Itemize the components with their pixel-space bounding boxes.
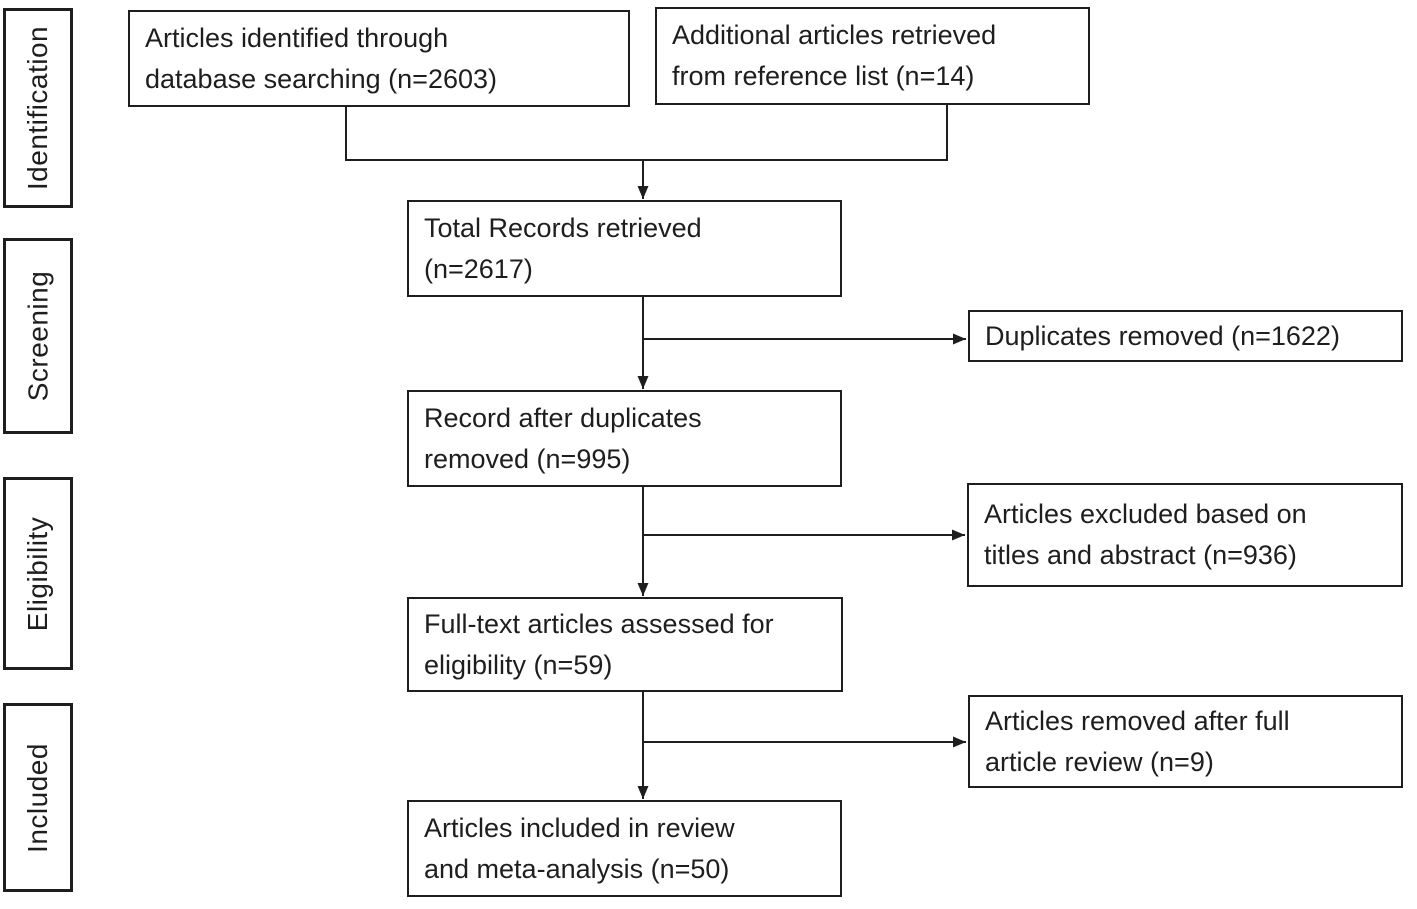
stage-included: Included: [3, 703, 73, 892]
stage-screening: Screening: [3, 238, 73, 434]
box-line: removed (n=995): [424, 443, 631, 474]
box-line: Articles included in review: [424, 812, 735, 843]
box-line: Articles identified through: [145, 22, 449, 53]
box-line: Articles removed after full: [985, 705, 1290, 736]
box-excluded-titles-abstract: Articles excluded based on titles and ab…: [967, 483, 1403, 587]
box-line: article review (n=9): [985, 746, 1214, 777]
box-additional-articles: Additional articles retrieved from refer…: [655, 7, 1090, 105]
box-line: Additional articles retrieved: [672, 20, 997, 50]
stage-label: Eligibility: [22, 516, 53, 631]
stage-identification: Identification: [3, 8, 73, 208]
box-removed-full-review: Articles removed after full article revi…: [968, 695, 1403, 788]
box-line: from reference list (n=14): [672, 61, 975, 91]
box-fulltext-assessed: Full-text articles assessed for eligibil…: [407, 597, 843, 692]
stage-label: Screening: [22, 270, 53, 402]
stage-label: Included: [22, 742, 53, 853]
box-line: Duplicates removed (n=1622): [985, 320, 1340, 351]
box-line: (n=2617): [424, 253, 533, 284]
box-line: and meta-analysis (n=50): [424, 853, 730, 884]
box-line: Record after duplicates: [424, 402, 702, 433]
box-line: eligibility (n=59): [424, 649, 613, 680]
box-line: Articles excluded based on: [984, 499, 1307, 529]
stage-label: Identification: [22, 25, 53, 191]
box-articles-identified: Articles identified through database sea…: [128, 10, 630, 107]
box-after-duplicates: Record after duplicates removed (n=995): [407, 390, 842, 487]
box-line: Total Records retrieved: [424, 212, 702, 243]
box-total-records: Total Records retrieved (n=2617): [407, 200, 842, 297]
stage-eligibility: Eligibility: [3, 477, 73, 670]
box-line: titles and abstract (n=936): [984, 540, 1297, 570]
box-line: Full-text articles assessed for: [424, 608, 774, 639]
box-articles-included: Articles included in review and meta-ana…: [407, 800, 842, 897]
box-duplicates-removed: Duplicates removed (n=1622): [968, 310, 1403, 362]
box-line: database searching (n=2603): [145, 63, 498, 94]
